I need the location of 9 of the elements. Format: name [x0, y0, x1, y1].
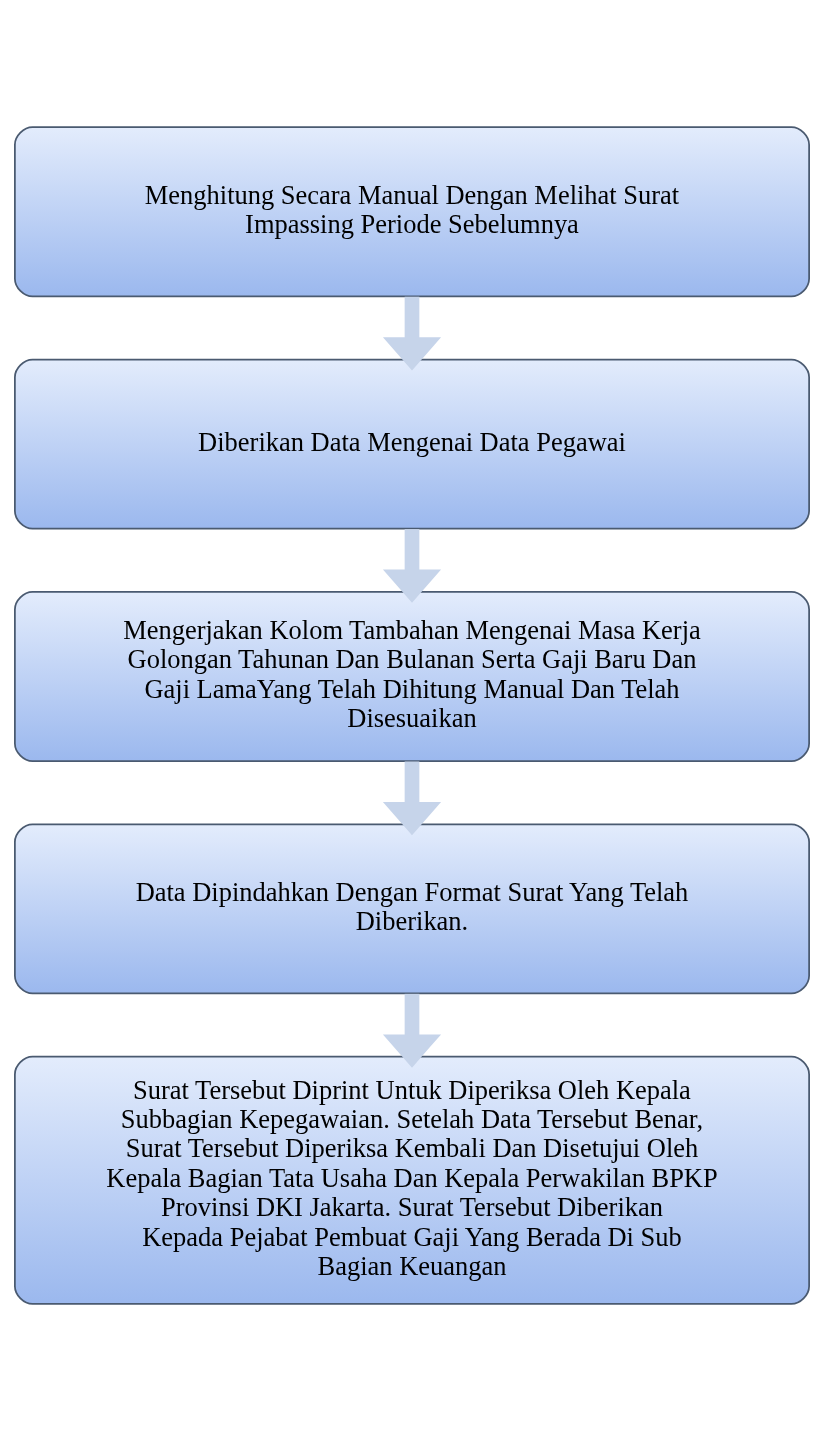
node-box: Menghitung Secara Manual Dengan Melihat Surat Impassing Periode Sebelumnya	[13, 125, 810, 297]
arrow	[382, 296, 441, 370]
arrow	[382, 528, 441, 603]
arrow	[382, 993, 441, 1068]
node-box: Surat Tersebut Diprint Untuk Diperiksa Oleh Kepala Subbagian Kepegawaian. Setelah Data Tersebut Benar, Surat Tersebut Diperiksa Kembali Dan Disetujui Oleh Kepala Bagian Tata Usaha Dan Kepala Perwakilan BPKP Provinsi DKI Jakarta. Surat Tersebut Diberikan Kepada Pejabat Pembuat Gaji Yang Berada Di Sub Bagian Keuangan	[13, 1055, 810, 1305]
node-box: Data Dipindahkan Dengan Format Surat Yang Telah Diberikan.	[13, 822, 810, 994]
node-box: Mengerjakan Kolom Tambahan Mengenai Masa Kerja Golongan Tahunan Dan Bulanan Serta Gaji Baru Dan Gaji LamaYang Telah Dihitung Manual Dan Telah Disesuaikan	[13, 590, 810, 762]
arrow	[382, 761, 441, 835]
node-box: Diberikan Data Mengenai Data Pegawai	[13, 358, 810, 530]
